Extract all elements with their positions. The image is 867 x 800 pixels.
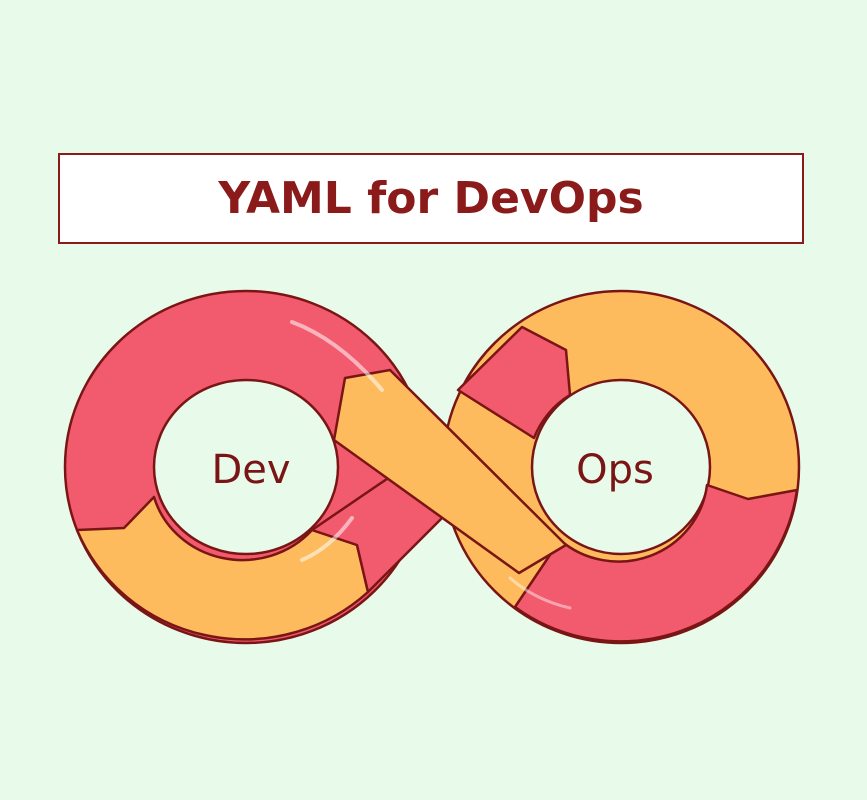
left-loop-orange-segment <box>75 495 370 641</box>
right-loop-red-segment <box>513 483 799 643</box>
ops-label: Ops <box>576 447 654 493</box>
highlight-bottom <box>300 516 354 562</box>
highlight-top <box>290 320 384 392</box>
page-title: YAML for DevOps <box>218 173 644 224</box>
right-loop-red-upper <box>456 325 572 440</box>
crossing-front-strand <box>332 368 568 575</box>
highlight-right <box>508 576 572 610</box>
title-box: YAML for DevOps <box>58 153 804 244</box>
dev-label: Dev <box>211 447 290 493</box>
